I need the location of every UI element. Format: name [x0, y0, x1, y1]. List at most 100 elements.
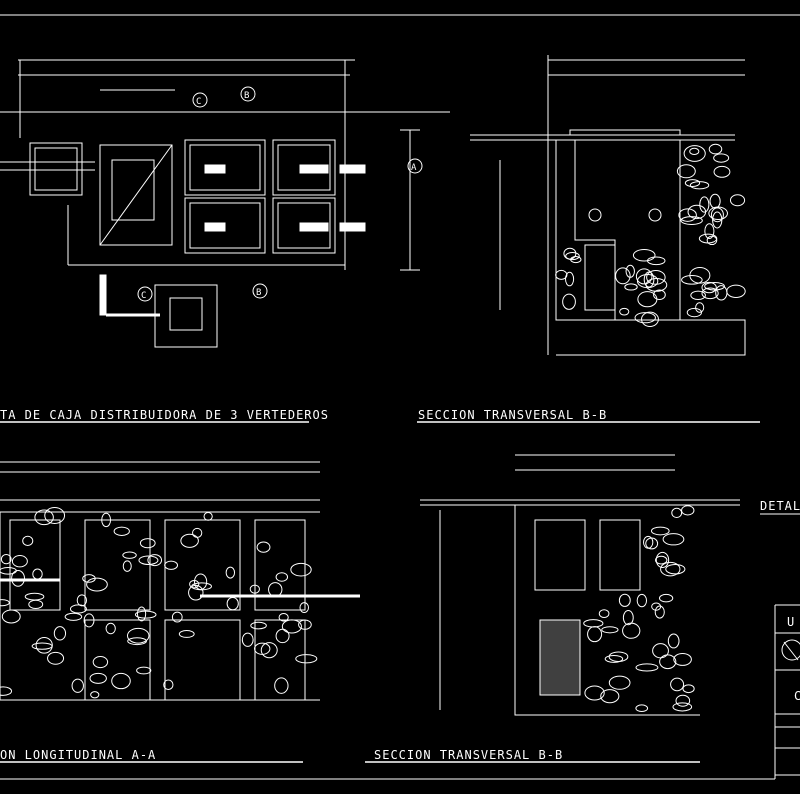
stone	[650, 526, 670, 536]
stone	[250, 621, 267, 630]
stone	[665, 563, 686, 575]
stone	[83, 613, 95, 628]
stone	[11, 569, 25, 587]
stone	[192, 527, 203, 538]
stone	[678, 208, 697, 222]
stone	[645, 278, 668, 292]
section-marker-b-bottom: B	[252, 283, 268, 299]
stone	[1, 609, 21, 624]
title-block-letter-c: C	[794, 689, 800, 703]
stone	[34, 509, 54, 526]
stone	[35, 636, 53, 654]
stone	[32, 568, 43, 580]
stone	[706, 235, 718, 246]
stone	[676, 164, 696, 179]
stone	[637, 291, 658, 308]
stone	[672, 702, 693, 712]
stone	[635, 704, 649, 712]
stone	[618, 593, 631, 607]
stone-fill-left	[0, 507, 318, 699]
logo-icon	[781, 639, 800, 661]
stone	[28, 599, 44, 609]
stone	[281, 619, 302, 634]
stone	[636, 593, 648, 608]
stone	[127, 637, 147, 646]
stone	[0, 554, 12, 565]
section-transversal-bottom	[420, 454, 740, 716]
stone	[653, 289, 666, 301]
stone	[22, 535, 34, 547]
stone	[565, 271, 575, 287]
stone	[729, 194, 746, 207]
stone	[604, 654, 624, 663]
stone	[667, 633, 680, 649]
stone	[298, 619, 312, 630]
svg-text:C: C	[141, 291, 146, 301]
stone	[635, 268, 653, 285]
stone	[608, 675, 631, 690]
stone	[713, 165, 731, 178]
stone	[670, 677, 685, 692]
drawing-frame	[0, 14, 800, 780]
stone	[708, 206, 728, 221]
stone	[138, 555, 159, 566]
stone	[635, 663, 659, 672]
stone	[675, 694, 691, 707]
stone	[622, 622, 641, 639]
stone	[164, 560, 179, 570]
stone	[695, 302, 705, 313]
section-longitudinal	[0, 461, 360, 701]
stone	[90, 691, 100, 699]
stone	[701, 287, 719, 300]
stone	[163, 679, 174, 691]
stone	[681, 505, 695, 516]
title-section-top: SECCION TRANSVERSAL B-B	[418, 408, 607, 422]
stone	[655, 555, 668, 565]
stone	[111, 672, 131, 690]
stone	[44, 507, 66, 525]
stone	[275, 628, 290, 644]
stone	[147, 554, 163, 567]
stone	[608, 651, 629, 662]
stone	[565, 251, 580, 261]
stone	[178, 630, 195, 638]
stone	[583, 619, 604, 628]
title-section-longitudinal: ON LONGITUDINAL A-A	[0, 748, 156, 762]
stone	[587, 626, 603, 643]
stone	[671, 507, 683, 519]
stone	[299, 602, 309, 614]
stone-fill-top	[555, 143, 746, 327]
stone	[188, 584, 204, 601]
stone	[645, 537, 659, 550]
stone	[636, 273, 659, 289]
stone	[295, 654, 318, 664]
stone	[136, 666, 152, 675]
section-marker-c-top: C	[192, 92, 208, 108]
stone	[31, 642, 53, 650]
stone	[687, 204, 707, 220]
stone	[268, 582, 283, 598]
stone	[555, 269, 568, 280]
stone	[275, 572, 289, 582]
stone	[86, 577, 108, 592]
stone	[690, 290, 706, 300]
stone	[710, 207, 724, 223]
stone	[659, 654, 677, 670]
stone	[708, 143, 723, 155]
stone	[698, 233, 718, 244]
plan-view	[0, 59, 450, 348]
svg-text:B: B	[244, 91, 249, 101]
stone	[101, 512, 112, 528]
stone	[225, 566, 236, 579]
stone	[249, 584, 260, 594]
stone	[256, 541, 271, 553]
stone	[191, 582, 212, 591]
stone	[712, 211, 723, 229]
stone	[92, 655, 109, 669]
stone	[624, 283, 638, 291]
stone	[634, 312, 656, 324]
stone	[76, 594, 88, 607]
stone	[704, 281, 725, 291]
stone	[136, 606, 147, 622]
stone	[686, 307, 702, 318]
